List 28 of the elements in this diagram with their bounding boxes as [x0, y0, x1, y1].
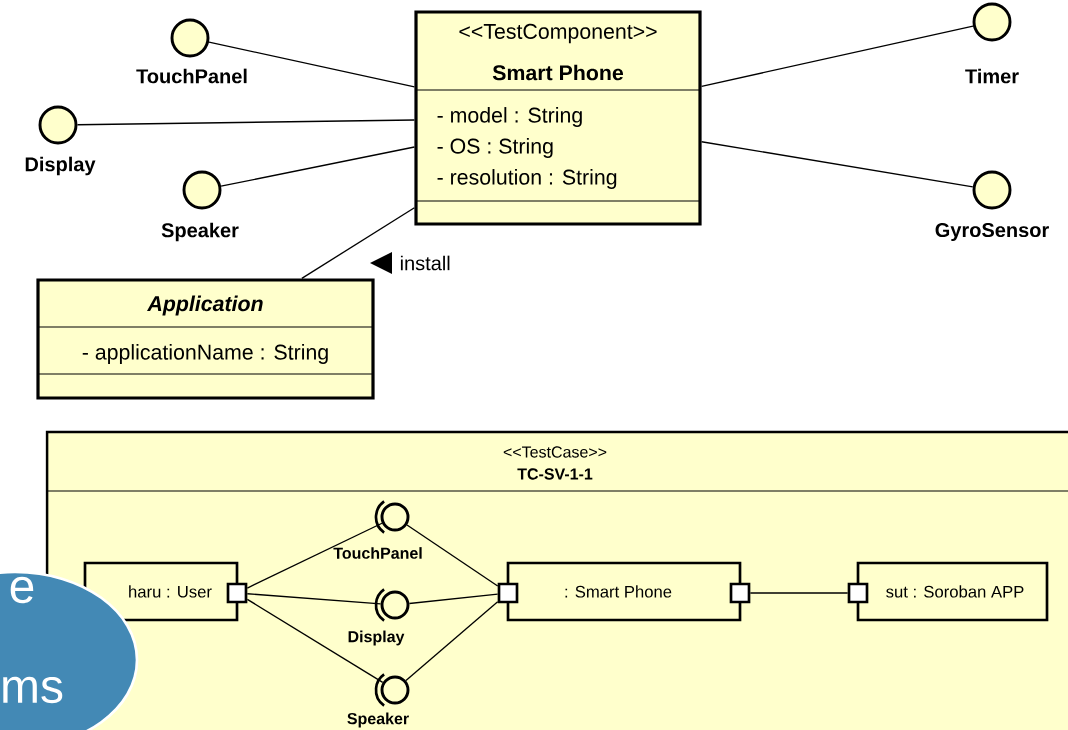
part-box: : Smart Phone — [506, 561, 742, 622]
connector-line — [220, 146, 416, 187]
connector-line — [405, 601, 499, 682]
class-box: Application - applicationName : String — [36, 278, 375, 400]
port-square — [226, 582, 248, 604]
connector-line — [246, 522, 383, 589]
class-box: <<TestComponent>> Smart Phone - model : String - OS : String - resolution : String — [414, 10, 702, 226]
node-label: GyroSensor — [935, 222, 1049, 242]
node-label: TouchPanel — [136, 68, 247, 84]
edge-label: install — [400, 255, 450, 271]
connector-line — [301, 207, 416, 280]
connector-line — [408, 593, 499, 605]
part-box: sut : Soroban APP — [856, 561, 1049, 622]
connector-line — [749, 592, 849, 594]
port-square — [729, 582, 751, 604]
connector-line — [76, 119, 416, 126]
connector-line — [246, 598, 384, 684]
node-label: Display — [25, 156, 96, 176]
port-square — [847, 582, 869, 604]
connector-line — [700, 25, 974, 87]
connector-line — [700, 141, 974, 188]
connector-line — [246, 593, 382, 605]
connector-line — [208, 41, 416, 88]
node-label: Speaker — [161, 222, 239, 242]
port-square — [497, 582, 519, 604]
slide-text: e — [10, 576, 34, 604]
connector-line — [406, 524, 499, 587]
node-label: Timer — [965, 68, 1019, 84]
